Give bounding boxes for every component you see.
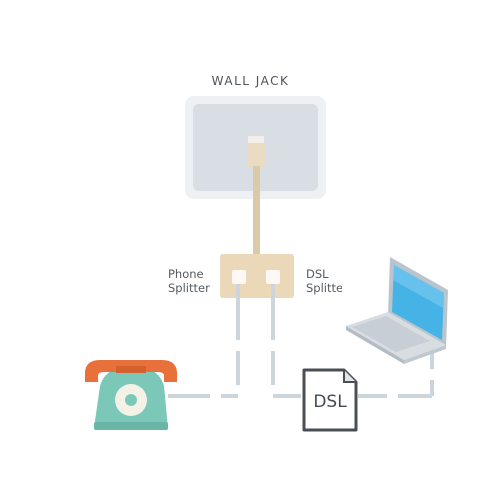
dsl-modem-icon: DSL — [302, 368, 358, 432]
dsl-modem-label: DSL — [313, 392, 347, 412]
splitter-icon — [220, 254, 294, 298]
dsl-splitter-label-line2: Splitter — [306, 281, 342, 295]
dsl-line — [271, 284, 301, 398]
wall-jack-icon — [185, 96, 326, 199]
wall-jack-label: WALL JACK — [211, 74, 290, 88]
phone-splitter-label-line2: Splitter — [168, 281, 210, 295]
main-cable — [253, 166, 260, 254]
telephone-icon — [85, 360, 177, 430]
phone-splitter-label: Phone Splitter — [168, 267, 210, 295]
phone-line — [168, 284, 240, 398]
dsl-splitter-label: DSL Splitter — [306, 267, 342, 295]
laptop-icon — [346, 257, 448, 364]
phone-splitter-label-line1: Phone — [168, 267, 204, 281]
dsl-splitter-label-line1: DSL — [306, 267, 329, 281]
